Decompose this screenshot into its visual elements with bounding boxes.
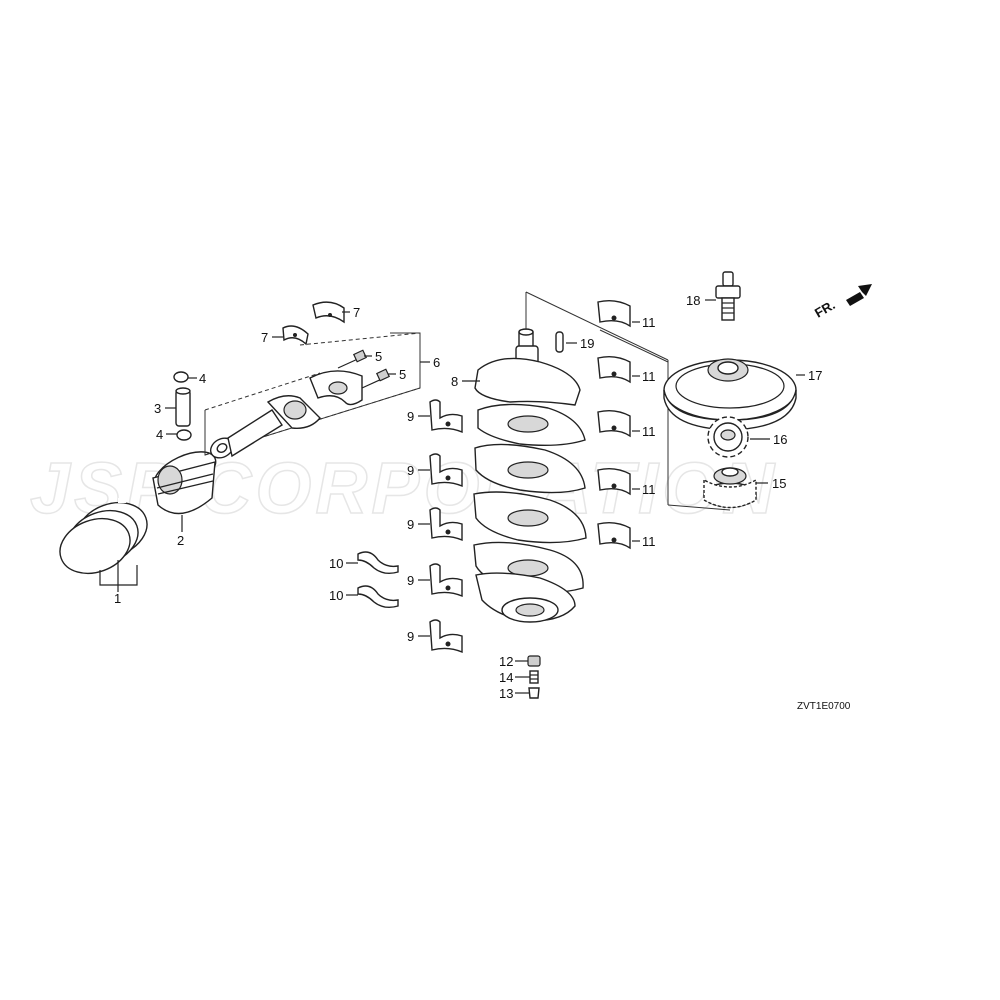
plug-part[interactable] [527,655,541,667]
callout-14: 14 [499,670,513,685]
main-bearing-lower-part[interactable] [429,563,463,598]
main-bearing-upper-part[interactable] [597,355,631,384]
callout-9-b: 9 [407,463,414,478]
callout-15: 15 [772,476,786,491]
snap-ring-part[interactable] [173,371,189,383]
callout-7-lower: 7 [261,330,268,345]
rod-bolt-part[interactable] [337,349,368,369]
spring-part[interactable] [529,670,539,684]
dowel-pin-part[interactable] [555,331,564,353]
thrust-washer-part[interactable] [357,551,399,575]
callout-11-d: 11 [642,482,656,497]
main-bearing-lower-part[interactable] [429,619,463,654]
drive-gear-part[interactable] [703,467,757,509]
crank-pulley-part[interactable] [663,358,797,431]
callout-4-upper: 4 [199,371,206,386]
piston-pin-part[interactable] [175,387,191,427]
callout-5-upper: 5 [375,349,382,364]
piston-part[interactable] [148,444,221,515]
front-direction-indicator: FR. [812,284,872,321]
callout-5-lower: 5 [399,367,406,382]
callout-10-b: 10 [329,588,343,603]
callout-11-c: 11 [642,424,656,439]
main-bearing-upper-part[interactable] [597,409,631,438]
pulley-bolt-part[interactable] [715,271,741,321]
callout-11-b: 11 [642,369,656,384]
main-bearing-upper-part[interactable] [597,521,631,550]
main-bearing-upper-part[interactable] [597,299,631,328]
watermark: JSP CORPORATION [30,449,778,529]
callout-18: 18 [686,293,700,308]
thrust-washer-part[interactable] [357,585,399,609]
front-label: FR. [812,297,838,320]
piston-rings-part[interactable] [52,493,154,582]
check-ball-part[interactable] [528,687,540,699]
callout-11-e: 11 [642,534,656,549]
callout-12: 12 [499,654,513,669]
callout-10-a: 10 [329,556,343,571]
connecting-rod-part[interactable] [207,395,321,462]
callout-8: 8 [451,374,458,389]
front-arrow-icon [848,284,872,300]
snap-ring-part[interactable] [176,429,192,441]
callout-19: 19 [580,336,594,351]
callout-17: 17 [808,368,822,383]
callout-2: 2 [177,533,184,548]
callout-9-d: 9 [407,573,414,588]
callout-9-e: 9 [407,629,414,644]
callout-13: 13 [499,686,513,701]
callout-1: 1 [114,591,121,606]
main-bearing-upper-part[interactable] [597,467,631,496]
callout-4-lower: 4 [156,427,163,442]
crankshaft-part[interactable] [473,328,587,623]
callout-7-upper: 7 [353,305,360,320]
rod-bearing-part[interactable] [312,301,345,324]
diagram-code: ZVT1E0700 [797,701,851,712]
callout-16: 16 [773,432,787,447]
rod-bearing-part[interactable] [282,325,309,346]
callout-6: 6 [433,355,440,370]
callout-9-c: 9 [407,517,414,532]
main-bearing-lower-part[interactable] [429,453,463,488]
callout-9-a: 9 [407,409,414,424]
callout-11-a: 11 [642,315,656,330]
main-bearing-lower-part[interactable] [429,507,463,542]
rod-cap-part[interactable] [309,370,363,406]
callout-3: 3 [154,401,161,416]
timing-sprocket-part[interactable] [707,416,749,458]
main-bearing-lower-part[interactable] [429,399,463,434]
rod-bolt-part[interactable] [361,368,391,389]
